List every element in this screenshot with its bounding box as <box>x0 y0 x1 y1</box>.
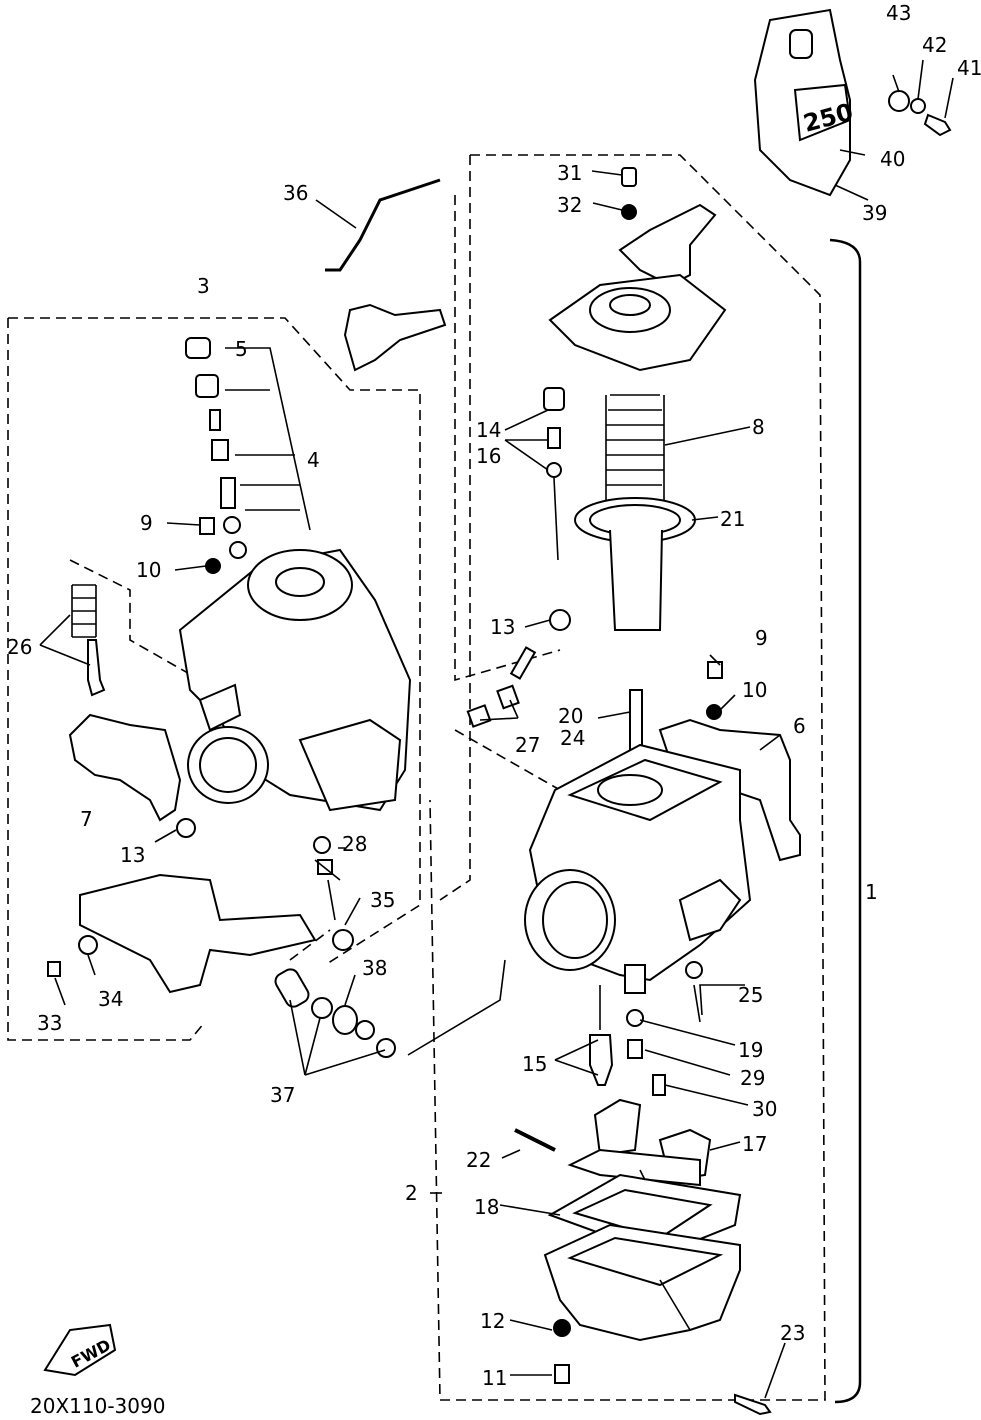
label-35: 35 <box>370 888 395 912</box>
label-31: 31 <box>557 161 582 185</box>
float-bowl <box>543 1223 741 1342</box>
label-9-left: 9 <box>140 511 153 535</box>
label-18: 18 <box>474 1195 499 1219</box>
label-2: 2 <box>405 1181 418 1205</box>
assembled-carburetor <box>178 548 412 812</box>
label-43: 43 <box>886 1 911 25</box>
right-carburetor-parts: 250 <box>466 8 952 1416</box>
label-5: 5 <box>235 337 248 361</box>
label-21: 21 <box>720 507 745 531</box>
label-42: 42 <box>922 33 947 57</box>
label-29: 29 <box>740 1066 765 1090</box>
label-13-right: 13 <box>490 615 515 639</box>
leader-lines <box>39 59 954 1399</box>
label-12: 12 <box>480 1309 505 1333</box>
label-1: 1 <box>865 880 878 904</box>
label-40: 40 <box>880 147 905 171</box>
callout-labels: 1 2 3 4 5 6 7 8 9 9 10 10 11 12 13 13 14… <box>7 1 981 1390</box>
label-30: 30 <box>752 1097 777 1121</box>
label-34: 34 <box>98 987 123 1011</box>
label-13-left: 13 <box>120 843 145 867</box>
label-10-left: 10 <box>136 558 161 582</box>
label-3: 3 <box>197 274 210 298</box>
carburetor-body <box>524 743 752 994</box>
label-9-right: 9 <box>755 626 768 650</box>
label-27: 27 <box>515 733 540 757</box>
label-22: 22 <box>466 1148 491 1172</box>
label-6: 6 <box>793 714 806 738</box>
assembly-1-bracket <box>829 238 862 1404</box>
label-10-right: 10 <box>742 678 767 702</box>
label-41: 41 <box>957 56 981 80</box>
label-38: 38 <box>362 956 387 980</box>
label-24: 24 <box>560 726 585 750</box>
diagram-code: 20X110-3090 <box>30 1394 165 1418</box>
label-11: 11 <box>482 1366 507 1390</box>
left-carburetor-parts <box>47 178 447 1058</box>
assembly-outlines <box>7 154 826 1401</box>
label-37: 37 <box>270 1083 295 1107</box>
label-20: 20 <box>558 704 583 728</box>
vacuum-spring <box>605 394 665 505</box>
label-14: 14 <box>476 418 501 442</box>
label-28: 28 <box>342 832 367 856</box>
label-16: 16 <box>476 444 501 468</box>
label-32: 32 <box>557 193 582 217</box>
label-33: 33 <box>37 1011 62 1035</box>
label-8: 8 <box>752 415 765 439</box>
label-36: 36 <box>283 181 308 205</box>
label-4: 4 <box>307 448 320 472</box>
label-23: 23 <box>780 1321 805 1345</box>
label-39: 39 <box>862 201 887 225</box>
fwd-arrow: FWD <box>43 1323 117 1377</box>
label-19: 19 <box>738 1038 763 1062</box>
label-26: 26 <box>7 635 32 659</box>
label-25: 25 <box>738 983 763 1007</box>
label-7: 7 <box>80 807 93 831</box>
label-17: 17 <box>742 1132 767 1156</box>
emblem-cover: 250 <box>753 8 856 197</box>
label-15: 15 <box>522 1052 547 1076</box>
